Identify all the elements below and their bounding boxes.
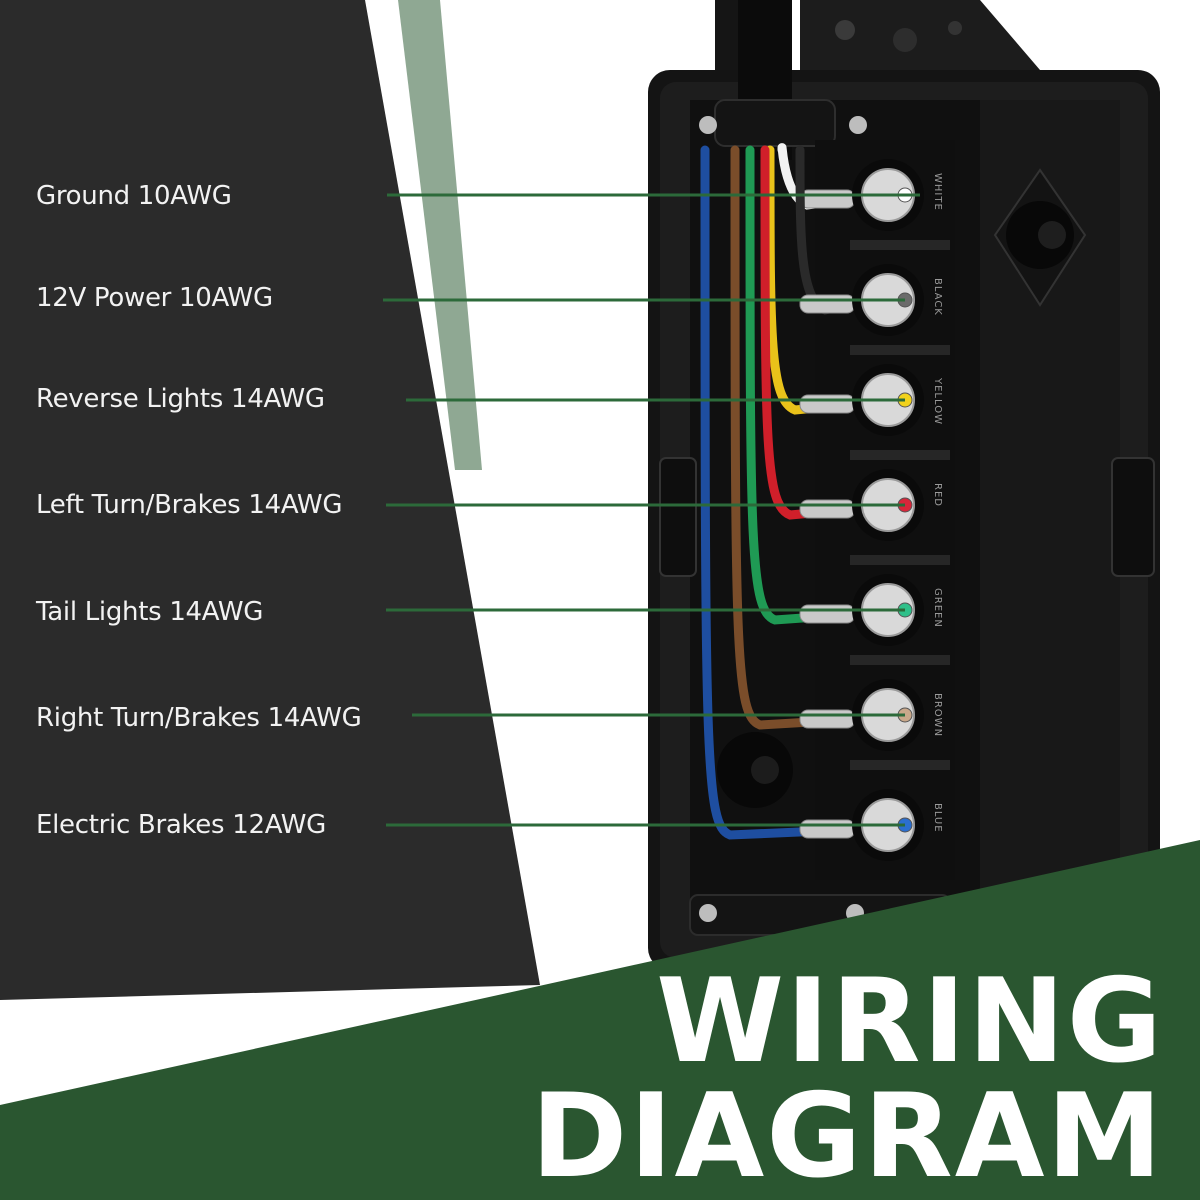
- connection-label-left-turn-brakes: Left Turn/Brakes 14AWG: [36, 490, 343, 520]
- wire-blue: [700, 145, 850, 840]
- title-banner: [0, 840, 1200, 1200]
- connection-label-right-turn-brakes: Right Turn/Brakes 14AWG: [36, 703, 362, 733]
- sage-accent-stripe: [398, 0, 482, 470]
- dark-side-panel: [0, 0, 540, 1000]
- terminal-label-blue: BLUE: [932, 803, 943, 833]
- crimp-blue: [799, 819, 856, 839]
- crimp-black: [799, 294, 856, 314]
- terminal-label-black: BLACK: [932, 278, 943, 316]
- connection-label-tail-lights: Tail Lights 14AWG: [36, 597, 264, 627]
- crimp-yellow: [799, 394, 856, 414]
- wire-green: [745, 145, 850, 625]
- terminal-label-brown: BROWN: [932, 693, 943, 737]
- terminal-label-yellow: YELLOW: [932, 377, 943, 425]
- terminal-label-red: RED: [932, 483, 943, 507]
- wire-bundle: [700, 143, 856, 840]
- crimp-red: [799, 499, 856, 519]
- headline-line-2: DIAGRAM: [531, 1069, 1164, 1200]
- connection-label-electric-brakes: Electric Brakes 12AWG: [36, 810, 327, 840]
- crimp-green: [799, 604, 856, 624]
- connection-label-reverse-lights: Reverse Lights 14AWG: [36, 384, 325, 414]
- connection-label-ground: Ground 10AWG: [36, 181, 232, 211]
- wire-brown: [730, 145, 850, 730]
- headline-line-1: WIRING: [656, 954, 1164, 1089]
- terminal-label-white: WHITE: [932, 173, 943, 211]
- crimp-brown: [799, 709, 856, 729]
- crimp-white: [799, 189, 856, 209]
- terminal-label-green: GREEN: [932, 588, 943, 628]
- wire-yellow: [765, 145, 850, 415]
- pointer-lines: [383, 193, 920, 827]
- wire-red: [760, 145, 850, 520]
- connection-label-12v-power: 12V Power 10AWG: [36, 283, 273, 313]
